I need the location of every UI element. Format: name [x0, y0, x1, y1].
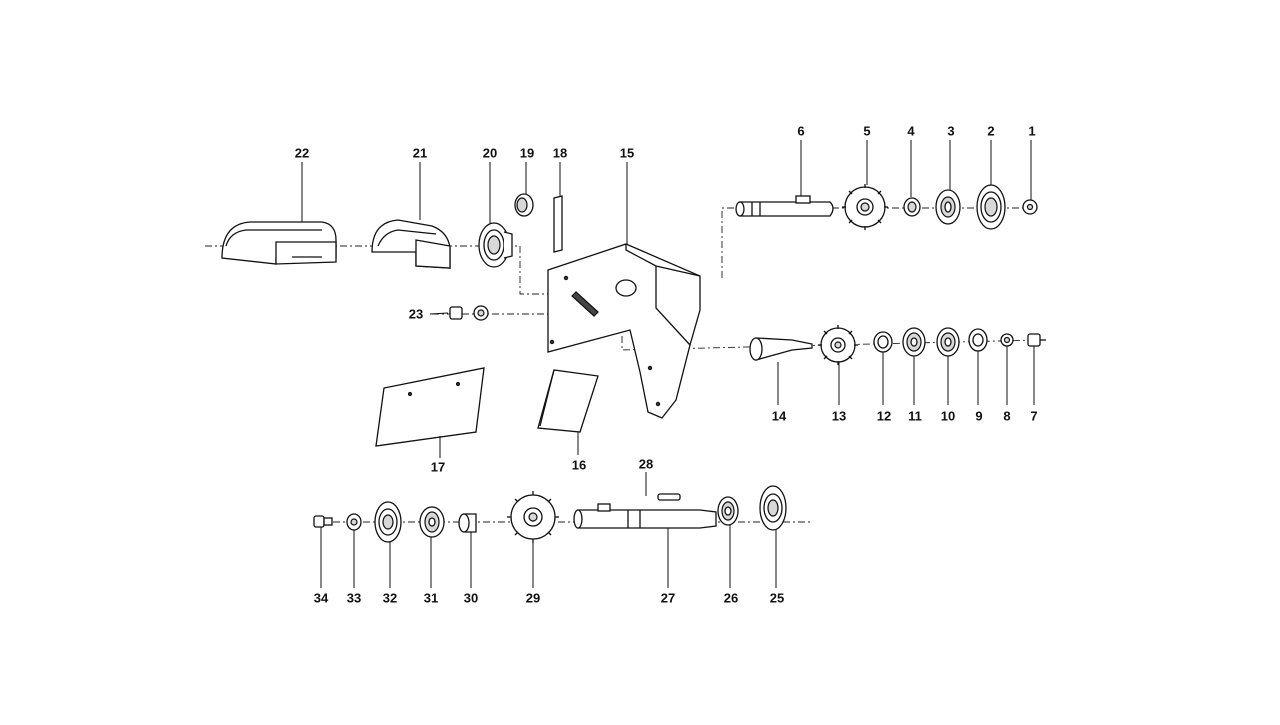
part-label-22: 22 — [294, 145, 310, 161]
part-10-bearing — [936, 327, 960, 357]
part-label-21: 21 — [412, 145, 428, 161]
part-label-15: 15 — [619, 145, 635, 161]
part-label-30: 30 — [463, 590, 479, 606]
part-22-cover — [221, 221, 337, 265]
part-label-14: 14 — [771, 408, 787, 424]
part-34-bolt — [313, 515, 333, 528]
part-17-plate — [375, 367, 485, 447]
part-label-31: 31 — [423, 590, 439, 606]
part-2-flange — [976, 184, 1006, 230]
part-label-25: 25 — [769, 590, 785, 606]
part-14-shaft — [749, 337, 813, 361]
part-label-33: 33 — [346, 590, 362, 606]
part-16-plate — [537, 369, 599, 433]
part-label-8: 8 — [1003, 408, 1011, 424]
part-23-bolt — [449, 305, 489, 321]
part-label-4: 4 — [907, 123, 915, 139]
part-31-bearing — [419, 506, 445, 538]
part-30-bushing — [458, 513, 477, 533]
part-1-washer — [1022, 199, 1038, 215]
part-label-17: 17 — [430, 459, 446, 475]
part-27-shaft — [573, 503, 717, 529]
part-label-9: 9 — [975, 408, 983, 424]
part-label-12: 12 — [876, 408, 892, 424]
part-label-10: 10 — [940, 408, 956, 424]
part-5-sprocket — [842, 184, 888, 230]
part-label-28: 28 — [638, 456, 654, 472]
part-29-sprocket — [507, 491, 559, 543]
part-label-27: 27 — [660, 590, 676, 606]
part-21-cover — [371, 219, 451, 269]
part-label-20: 20 — [482, 145, 498, 161]
part-20-flange — [478, 222, 513, 268]
part-26-bearing — [717, 496, 739, 526]
part-label-26: 26 — [723, 590, 739, 606]
part-label-34: 34 — [313, 590, 329, 606]
part-label-11: 11 — [908, 408, 922, 424]
part-label-18: 18 — [552, 145, 568, 161]
part-9-ring — [968, 328, 988, 352]
part-18-key — [553, 195, 563, 253]
part-label-16: 16 — [571, 457, 587, 473]
part-label-2: 2 — [987, 123, 995, 139]
part-label-7: 7 — [1030, 408, 1038, 424]
part-label-23: 23 — [408, 306, 424, 322]
part-19-bushing — [514, 193, 534, 217]
part-6-shaft — [735, 195, 834, 217]
part-28-key — [657, 493, 681, 501]
part-label-19: 19 — [519, 145, 535, 161]
part-label-1: 1 — [1028, 123, 1036, 139]
part-11-bearing — [902, 327, 926, 357]
part-label-29: 29 — [525, 590, 541, 606]
part-13-sprocket — [818, 325, 858, 365]
part-33-washer — [346, 513, 362, 531]
part-25-flange — [759, 485, 787, 531]
part-3-bearing — [935, 189, 961, 225]
part-label-13: 13 — [831, 408, 847, 424]
part-label-6: 6 — [797, 123, 805, 139]
part-7-bolt — [1027, 333, 1046, 347]
part-8-washer — [1000, 333, 1014, 347]
part-label-3: 3 — [947, 123, 955, 139]
leader-lines — [301, 140, 1035, 588]
part-label-32: 32 — [382, 590, 398, 606]
part-12-ring — [873, 331, 893, 353]
part-15-housing — [547, 243, 701, 419]
part-label-5: 5 — [863, 123, 871, 139]
part-32-flange — [374, 501, 402, 543]
part-4-ring — [903, 197, 921, 217]
